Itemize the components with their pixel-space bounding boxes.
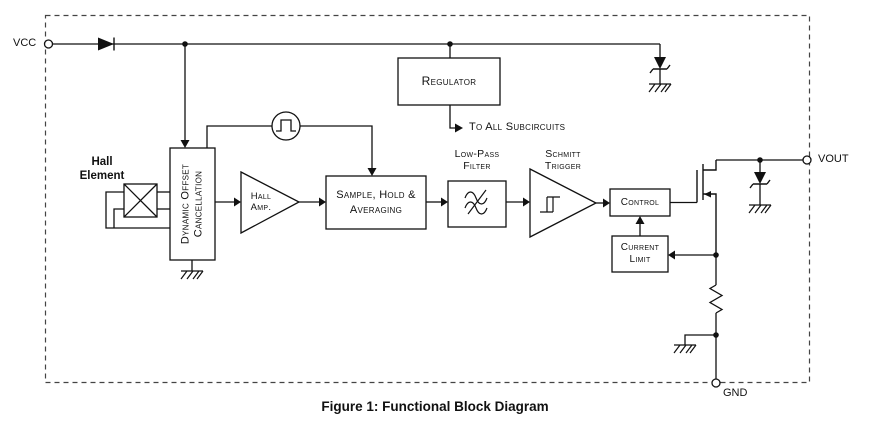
vout-zener-ground-icon <box>748 204 772 214</box>
sample-hold-averaging-block <box>325 175 427 230</box>
hysteresis-icon <box>540 196 560 213</box>
wires <box>52 43 803 379</box>
current-limit-block <box>611 235 669 273</box>
vcc-pin-label: VCC <box>13 37 37 49</box>
to-all-subcircuits-label: To All Subcircuits <box>469 121 566 133</box>
vout-pin-label: VOUT <box>818 153 849 165</box>
figure-caption: Figure 1: Functional Block Diagram <box>321 399 549 414</box>
low-pass-filter-icon <box>464 189 488 215</box>
arrowheads <box>180 123 675 260</box>
vcc-zener-ground-icon <box>648 83 672 93</box>
low-pass-filter-label: Low-Pass Filter <box>454 148 500 173</box>
low-pass-filter-block <box>447 180 507 228</box>
resistor-icon <box>708 284 724 314</box>
regulator-block <box>397 57 501 106</box>
current-limit-block-label: Current Limit <box>620 241 660 266</box>
mosfet-icon <box>696 160 717 255</box>
vcc-terminal <box>43 39 54 49</box>
control-block-label: Control <box>620 196 660 208</box>
schmitt-trigger-triangle <box>529 167 598 239</box>
clock-oscillator-icon <box>271 111 301 141</box>
dynamic-offset-cancellation-block <box>169 147 216 261</box>
vout-zener-icon <box>749 172 771 189</box>
regulator-block-label: Regulator <box>421 74 477 89</box>
hall-amp-label: Hall Amp. <box>250 191 272 214</box>
chip-boundary <box>44 14 811 384</box>
vout-terminal <box>802 155 812 165</box>
hall-element-label: Hall Element <box>79 156 125 182</box>
junction-dots <box>182 41 763 338</box>
sample-hold-averaging-label: Sample, Hold & Averaging <box>336 189 416 216</box>
vcc-zener-icon <box>649 57 671 74</box>
doc-ground-icon <box>180 270 204 280</box>
bottom-ground-icon <box>673 344 697 354</box>
hall-plate-icon <box>123 183 158 218</box>
gnd-pin-label: GND <box>723 387 748 399</box>
dynamic-offset-cancellation-label: Dynamic Offset Cancellation <box>179 163 205 245</box>
diode-icon <box>98 37 115 51</box>
hall-amp-triangle <box>240 170 301 235</box>
gnd-terminal <box>711 378 721 388</box>
schmitt-trigger-label: Schmitt Trigger <box>544 148 582 173</box>
